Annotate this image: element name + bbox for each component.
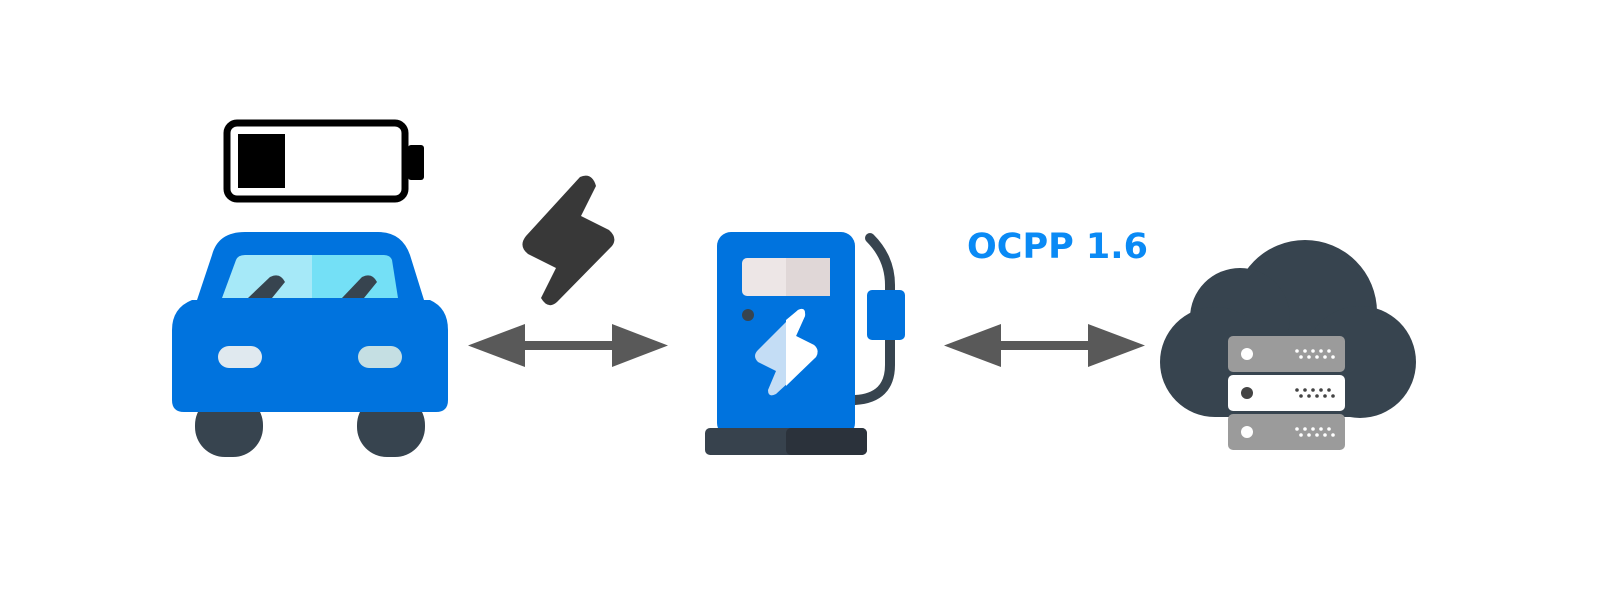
server-rack-icon [1228,336,1345,450]
bidirectional-arrow-charger-cloud [944,324,1145,367]
battery-level-fill [238,134,285,188]
lightning-bolt-icon [522,175,615,306]
protocol-label: OCPP 1.6 [967,227,1148,267]
electric-car-icon [172,232,448,457]
charging-station-icon [705,232,905,455]
battery-icon [223,119,424,203]
cloud-server-icon [1160,240,1416,450]
bidirectional-arrow-car-charger [468,324,668,367]
